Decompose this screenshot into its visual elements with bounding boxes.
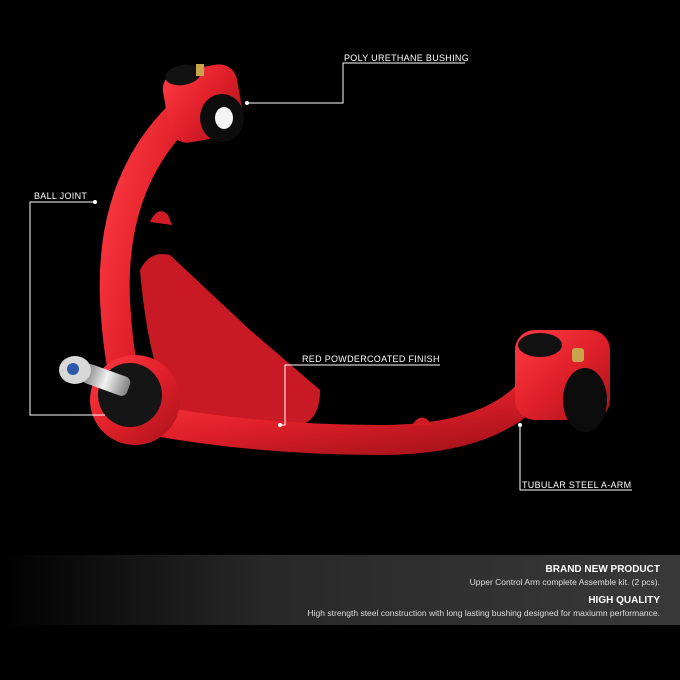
info-title-high-quality: HIGH QUALITY <box>588 595 660 606</box>
arm-label: TUBULAR STEEL A-ARM <box>522 480 632 490</box>
mount-tab-lower <box>412 417 432 425</box>
bushing-label: POLY URETHANE BUSHING <box>344 53 469 63</box>
mount-tab-upper <box>150 211 172 225</box>
info-text-high-quality: High strength steel construction with lo… <box>307 608 660 618</box>
info-bar: BRAND NEW PRODUCT Upper Control Arm comp… <box>0 555 680 625</box>
ball-joint <box>59 355 180 445</box>
info-title-brand-new: BRAND NEW PRODUCT <box>545 564 660 575</box>
arm-lower-tube <box>135 365 555 456</box>
finish-label: RED POWDERCOATED FINISH <box>302 354 440 364</box>
ball-joint-label: BALL JOINT <box>34 191 88 201</box>
right-bushing <box>515 330 610 432</box>
top-bushing <box>162 64 244 143</box>
info-text-brand-new: Upper Control Arm complete Assemble kit.… <box>469 577 660 587</box>
arm-plate <box>140 254 320 440</box>
